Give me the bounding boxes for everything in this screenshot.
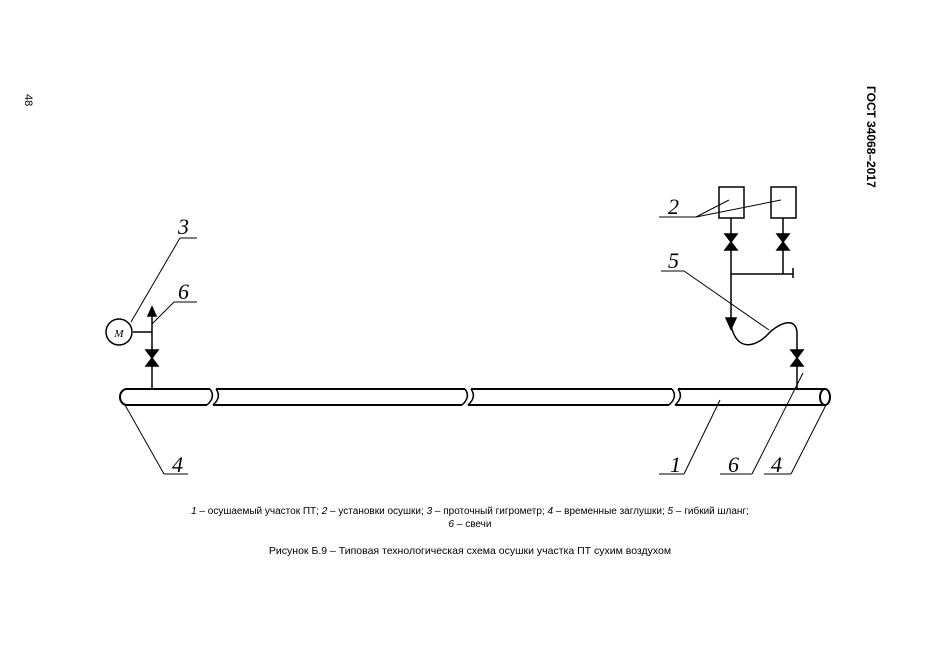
legend-num-6: 6 <box>448 519 455 530</box>
legend-num-1: 1 <box>191 506 197 517</box>
right-vent-valve <box>789 349 805 367</box>
legend-text-3: – проточный гигрометр; <box>432 506 548 517</box>
legend-num-3: 3 <box>426 506 433 517</box>
callout-4-right: 4 <box>771 452 782 477</box>
figure-caption: Рисунок Б.9 – Типовая технологическая сх… <box>268 545 672 557</box>
flexible-hose <box>730 322 798 389</box>
drying-units-piping <box>723 218 794 331</box>
pipeline <box>119 388 831 406</box>
left-vent-candle <box>133 305 160 389</box>
hygrometer-label: M <box>113 328 124 340</box>
legend-num-4: 4 <box>547 506 554 517</box>
legend-num-5: 5 <box>667 506 674 517</box>
figure-legend: 1 – осушаемый участок ПТ; 2 – установки … <box>120 505 820 531</box>
callout-5: 5 <box>668 248 679 273</box>
leader-lines <box>124 199 827 475</box>
drying-unit-1 <box>718 186 745 219</box>
legend-text-6: – свечи <box>454 519 492 530</box>
callout-2: 2 <box>668 194 679 219</box>
callout-1: 1 <box>670 452 681 477</box>
callout-6-left: 6 <box>178 279 189 304</box>
legend-text-4: – временные заглушки; <box>553 506 668 517</box>
legend-text-5: – гибкий шланг; <box>673 506 749 517</box>
legend-num-2: 2 <box>321 506 328 517</box>
callout-3: 3 <box>177 214 189 239</box>
callout-4-left: 4 <box>172 452 183 477</box>
legend-text-2: – установки осушки; <box>327 506 427 517</box>
hygrometer-symbol <box>105 318 133 346</box>
drying-unit-2 <box>770 186 797 219</box>
legend-text-1: – осушаемый участок ПТ; <box>196 506 322 517</box>
callout-6-right: 6 <box>728 452 739 477</box>
